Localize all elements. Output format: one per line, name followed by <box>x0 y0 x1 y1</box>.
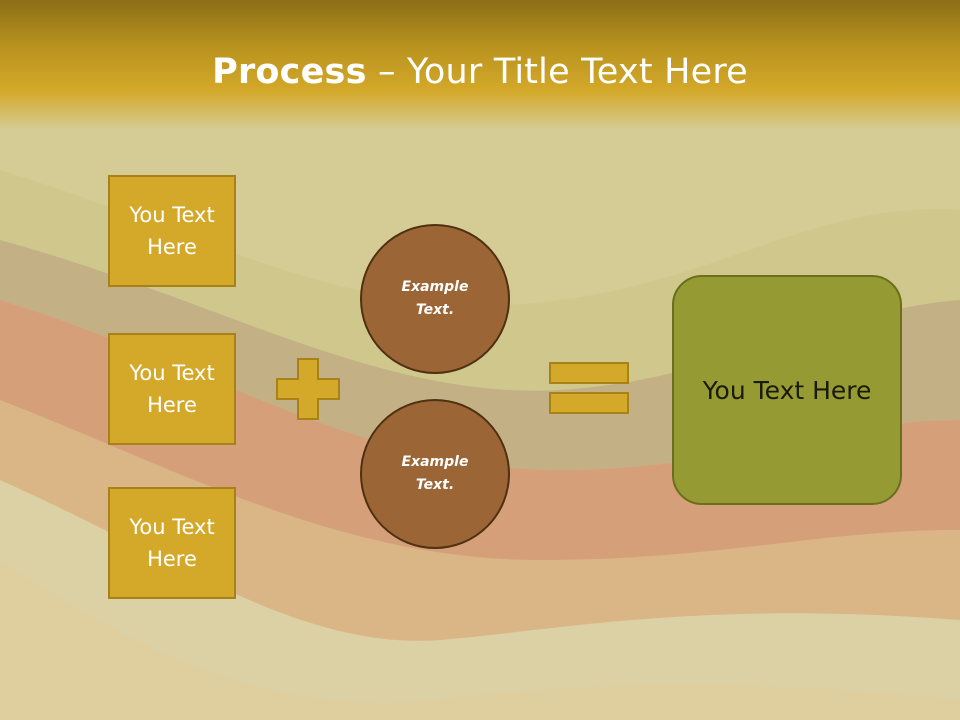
example-circle-1: Example Text. <box>360 224 510 374</box>
equals-icon <box>549 362 629 414</box>
plus-icon <box>276 358 340 420</box>
input-box-2: You Text Here <box>108 333 236 445</box>
input-box-3: You Text Here <box>108 487 236 599</box>
input-box-1: You Text Here <box>108 175 236 287</box>
title-banner <box>0 0 960 130</box>
title-strong: Process <box>212 52 367 92</box>
result-box: You Text Here <box>672 275 902 505</box>
slide-title: Process – Your Title Text Here <box>0 52 960 92</box>
example-circle-2: Example Text. <box>360 399 510 549</box>
title-rest: – Your Title Text Here <box>366 52 748 92</box>
